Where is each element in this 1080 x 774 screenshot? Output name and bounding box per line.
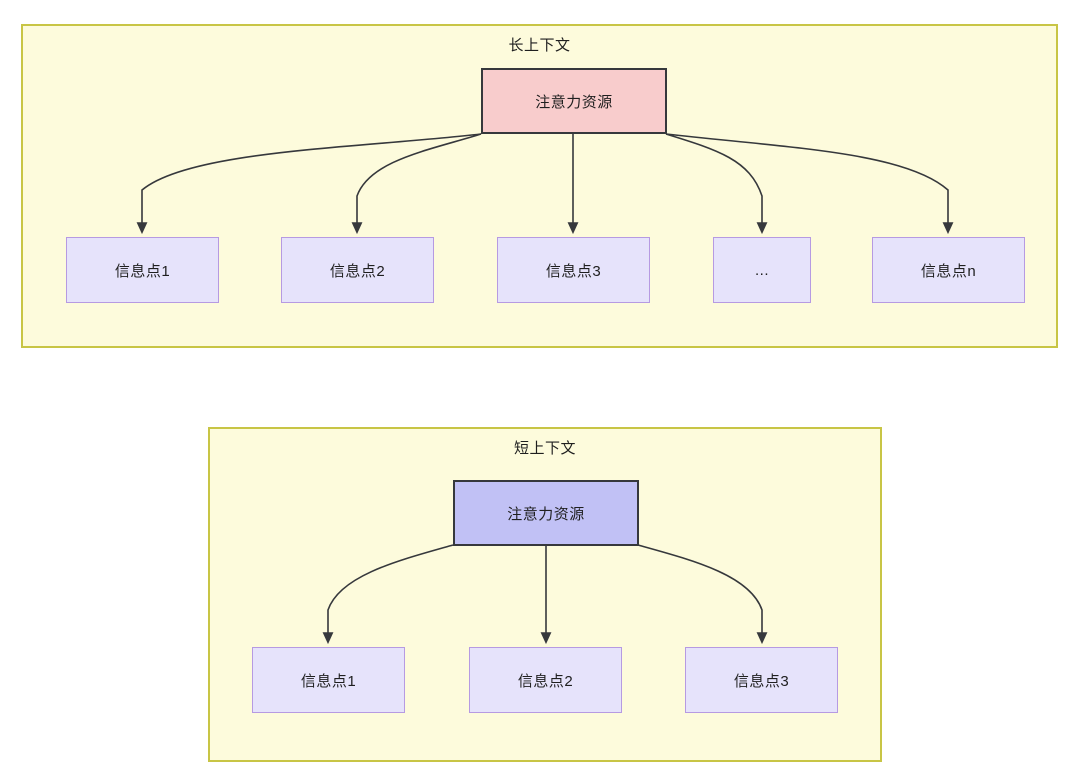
group-title-long-context: 长上下文	[508, 37, 571, 54]
node-info-point-long-1[interactable]: 信息点1	[66, 237, 219, 303]
node-info-point-short-2[interactable]: 信息点2	[469, 647, 622, 713]
node-info-point-long-3[interactable]: 信息点3	[497, 237, 650, 303]
node-info-point-long-n[interactable]: 信息点n	[872, 237, 1025, 303]
node-attention-resource-long[interactable]: 注意力资源	[481, 68, 667, 134]
node-info-point-short-3[interactable]: 信息点3	[685, 647, 838, 713]
node-info-point-short-1[interactable]: 信息点1	[252, 647, 405, 713]
node-info-point-long-ellipsis[interactable]: ...	[713, 237, 811, 303]
group-title-short-context: 短上下文	[513, 440, 576, 457]
node-info-point-long-2[interactable]: 信息点2	[281, 237, 434, 303]
node-attention-resource-short[interactable]: 注意力资源	[453, 480, 639, 546]
